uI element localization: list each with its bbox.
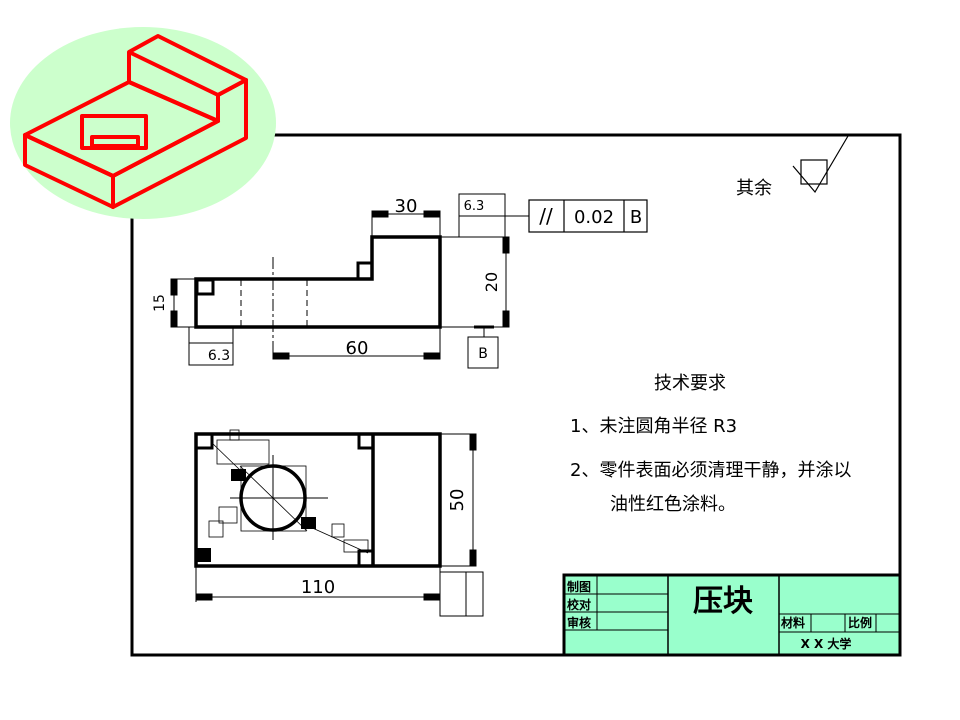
part-name: 压块 — [693, 584, 753, 619]
tech-req-item2b: 油性红色涂料。 — [610, 494, 736, 515]
iso-part-outline — [23, 34, 248, 209]
dim-right-height: 20 — [482, 272, 501, 292]
title-drawn-label: 制图 — [567, 579, 591, 594]
top-view-outline — [194, 432, 442, 568]
surface-finish-label: 其余 — [736, 178, 772, 199]
institution-name: X X 大学 — [801, 636, 852, 651]
tolerance-symbol: // — [539, 204, 553, 228]
datum-box — [467, 336, 499, 369]
tech-req-item2a: 2、零件表面必须清理干静，并涂以 — [570, 460, 851, 481]
dim-left-height: 15 — [152, 294, 168, 312]
tech-req-item1: 1、未注圆角半径 R3 — [570, 416, 737, 437]
tolerance-datum: B — [630, 207, 642, 228]
iso-bubble — [10, 27, 276, 219]
dim-bottom-length: 110 — [301, 577, 335, 598]
dim-top-step-width: 30 — [395, 196, 418, 217]
dim-top-view-height: 50 — [447, 489, 468, 512]
roughness-top-value: 6.3 — [464, 199, 485, 214]
tolerance-value: 0.02 — [574, 207, 614, 228]
roughness-left-value: 6.3 — [208, 348, 230, 364]
roughness-check-icon — [792, 135, 849, 194]
title-approved-label: 审核 — [567, 615, 591, 630]
title-checked-label: 校对 — [567, 597, 591, 612]
datum-label: B — [478, 346, 488, 362]
tolerance-frame — [505, 199, 648, 233]
tech-req-heading: 技术要求 — [654, 373, 726, 394]
dim-front-length: 60 — [346, 338, 369, 359]
top-view — [194, 429, 484, 617]
title-material-label: 材料 — [780, 615, 805, 630]
isometric-view — [10, 27, 276, 219]
drawing-frame — [130, 133, 902, 657]
title-scale-label: 比例 — [848, 615, 872, 630]
title-block — [562, 573, 902, 657]
front-view — [170, 193, 510, 369]
